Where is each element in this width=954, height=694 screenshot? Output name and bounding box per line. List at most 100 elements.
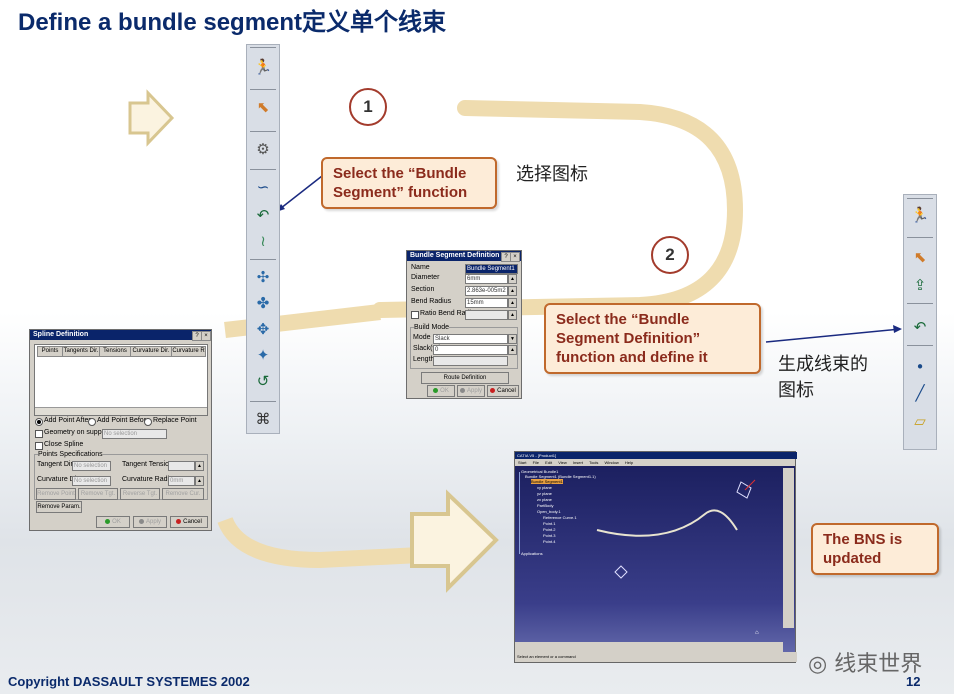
export-icon[interactable]: ⇪ bbox=[913, 276, 927, 294]
remove-cur-button[interactable]: Remove Cur. bbox=[162, 488, 204, 500]
electrical-manager-icon[interactable]: 🏃 bbox=[253, 58, 273, 76]
length-label: Length bbox=[413, 356, 435, 363]
points-table[interactable]: Points Tangents Dir. Tensions Curvature … bbox=[34, 344, 208, 416]
replace-point-radio[interactable] bbox=[144, 418, 152, 426]
ratio-bend-radius-field[interactable] bbox=[465, 310, 508, 320]
diameter-field[interactable]: 6mm bbox=[465, 274, 508, 284]
tree-item[interactable]: xy plane bbox=[537, 485, 552, 490]
tree-item[interactable]: Open_body.1 bbox=[537, 509, 561, 514]
ok-button[interactable]: OK bbox=[96, 516, 130, 528]
tree-item[interactable]: Bundle Segment1 (Bundle Segment1.1) bbox=[525, 474, 596, 479]
tangent-dir-field[interactable]: No selection bbox=[72, 461, 111, 471]
plane-icon[interactable]: ▱ bbox=[914, 412, 926, 430]
tree-item[interactable]: PartBody bbox=[537, 503, 554, 508]
compass-icon[interactable] bbox=[736, 481, 752, 499]
bundle-segment-icon[interactable]: ∽ bbox=[256, 178, 270, 196]
catia-3d-viewport[interactable] bbox=[515, 466, 795, 662]
callout-select-bundle-segment: Select the “Bundle Segment” function bbox=[321, 157, 497, 209]
catia-title-bar: CATIA V5 - [Product1] bbox=[515, 452, 797, 459]
select-arrow-icon[interactable]: ⬉ bbox=[913, 248, 927, 266]
remove-param-button[interactable]: Remove Param. bbox=[36, 501, 82, 513]
cancel-button[interactable]: Cancel bbox=[170, 516, 208, 528]
cursor-gear-icon[interactable]: ⚙ bbox=[256, 140, 270, 158]
close-icon[interactable]: × bbox=[510, 252, 520, 262]
ok-button[interactable]: OK bbox=[427, 385, 455, 397]
name-field[interactable]: Bundle Segment1 bbox=[465, 264, 518, 274]
add-point-before-radio[interactable] bbox=[88, 418, 96, 426]
tangent-tension-spinner[interactable]: ▲ bbox=[195, 461, 204, 471]
curvature-radius-field[interactable]: 0mm bbox=[168, 476, 195, 486]
apply-button[interactable]: Apply bbox=[457, 385, 485, 397]
menu-start[interactable]: Start bbox=[518, 460, 527, 465]
point-icon[interactable]: • bbox=[915, 358, 925, 376]
column-header-tangents-dir[interactable]: Tangents Dir. bbox=[62, 346, 100, 357]
bundle-route-icon[interactable]: ↺ bbox=[256, 372, 270, 390]
column-header-tensions[interactable]: Tensions bbox=[99, 346, 131, 357]
tree-item[interactable]: Applications bbox=[521, 551, 543, 556]
protection-covering-icon[interactable]: ≀ bbox=[260, 232, 266, 250]
support-selection-field[interactable]: No selection bbox=[102, 429, 167, 439]
diameter-spinner[interactable]: ▲ bbox=[508, 274, 517, 284]
reverse-tgt-button[interactable]: Reverse Tgt. bbox=[120, 488, 160, 500]
split-icon[interactable]: ✥ bbox=[256, 320, 270, 338]
column-header-curvature-dir[interactable]: Curvature Dir. bbox=[130, 346, 172, 357]
menu-insert[interactable]: Insert bbox=[572, 460, 583, 465]
section-spinner[interactable]: ▲ bbox=[508, 286, 517, 296]
slack-spinner[interactable]: ▲ bbox=[508, 345, 517, 355]
menu-edit[interactable]: Edit bbox=[545, 460, 553, 465]
line-icon[interactable]: ╱ bbox=[915, 384, 925, 402]
bundle-dialog-title: Bundle Segment Definition bbox=[407, 251, 521, 261]
tangent-tension-field[interactable] bbox=[168, 461, 195, 471]
close-spline-checkbox[interactable] bbox=[35, 442, 43, 450]
bundle-segment-curve-icon[interactable]: ↶ bbox=[913, 318, 927, 336]
menu-tools[interactable]: Tools bbox=[589, 460, 599, 465]
curvature-radius-spinner[interactable]: ▲ bbox=[195, 476, 204, 486]
bend-radius-spinner[interactable]: ▲ bbox=[508, 298, 517, 308]
close-icon[interactable]: × bbox=[201, 331, 211, 341]
tree-item[interactable]: Point.4 bbox=[543, 539, 556, 544]
merge-icon[interactable]: ✦ bbox=[256, 346, 270, 364]
tree-item[interactable]: Geometrical Bundle1 bbox=[521, 469, 559, 474]
tree-item[interactable]: Reference Curve.1 bbox=[543, 515, 577, 520]
tree-item[interactable]: yz plane bbox=[537, 491, 552, 496]
mode-dropdown-icon[interactable]: ▼ bbox=[508, 334, 517, 344]
remove-point-button[interactable]: Remove Point bbox=[36, 488, 76, 500]
bend-radius-field[interactable]: 15mm bbox=[465, 298, 508, 308]
branch-point-icon[interactable]: ✣ bbox=[256, 268, 270, 286]
slack-field[interactable]: 0 bbox=[433, 345, 508, 355]
geometry-on-support-checkbox[interactable] bbox=[35, 430, 43, 438]
ratio-bend-radius-checkbox[interactable] bbox=[411, 311, 419, 319]
menu-view[interactable]: View bbox=[558, 460, 567, 465]
cancel-button[interactable]: Cancel bbox=[487, 385, 519, 397]
menu-window[interactable]: Window bbox=[604, 460, 619, 465]
mode-label: Mode bbox=[413, 334, 431, 341]
page-number: 12 bbox=[906, 674, 921, 689]
route-definition-button[interactable]: Route Definition bbox=[421, 372, 509, 384]
connector-network-icon[interactable]: ⌘ bbox=[255, 410, 271, 428]
column-header-curvature-r[interactable]: Curvature R bbox=[171, 346, 206, 357]
bend-point-icon[interactable]: ✤ bbox=[256, 294, 270, 312]
length-field[interactable] bbox=[433, 356, 508, 366]
menu-file[interactable]: File bbox=[532, 460, 540, 465]
select-arrow-icon[interactable]: ⬉ bbox=[256, 98, 270, 116]
tree-item[interactable]: Bundle Segment1 bbox=[531, 479, 563, 484]
tree-item[interactable]: Point.2 bbox=[543, 527, 556, 532]
section-field[interactable]: 2.863e-005m2 bbox=[465, 286, 508, 296]
column-header-points[interactable]: Points bbox=[37, 346, 63, 357]
menu-help[interactable]: Help bbox=[624, 460, 634, 465]
close-spline-label: Close Spline bbox=[44, 441, 84, 448]
tree-item[interactable]: Point.1 bbox=[543, 521, 556, 526]
mode-select[interactable]: Slack bbox=[433, 334, 508, 344]
tree-item[interactable]: Point.3 bbox=[543, 533, 556, 538]
apply-icon bbox=[459, 387, 465, 393]
step-2-badge: 2 bbox=[651, 236, 689, 274]
remove-tgt-button[interactable]: Remove Tgt. bbox=[78, 488, 118, 500]
add-point-after-radio[interactable] bbox=[35, 418, 43, 426]
curvature-dir-field[interactable]: No selection bbox=[72, 476, 111, 486]
bundle-segment-curve-icon[interactable]: ↶ bbox=[256, 206, 270, 224]
electrical-manager-icon[interactable]: 🏃 bbox=[910, 206, 930, 224]
apply-button[interactable]: Apply bbox=[133, 516, 167, 528]
tree-item[interactable]: zx plane bbox=[537, 497, 552, 502]
table-scrollbar[interactable] bbox=[35, 407, 207, 415]
ratio-bend-radius-spinner[interactable]: ▲ bbox=[508, 310, 517, 320]
